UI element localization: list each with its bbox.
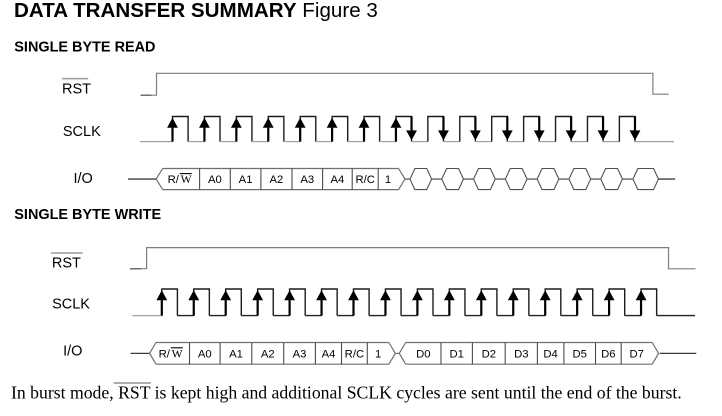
svg-text:SINGLE BYTE WRITE: SINGLE BYTE WRITE (14, 207, 161, 223)
svg-text:D3: D3 (514, 348, 528, 360)
svg-text:SCLK: SCLK (63, 124, 101, 140)
svg-text:R/: R/ (168, 174, 180, 186)
svg-text:D2: D2 (482, 348, 496, 360)
svg-text:A4: A4 (322, 348, 336, 360)
svg-text:1: 1 (375, 348, 381, 360)
svg-text:A3: A3 (300, 174, 314, 186)
svg-text:D4: D4 (543, 348, 557, 360)
svg-text:W: W (181, 173, 192, 186)
svg-text:A1: A1 (239, 174, 253, 186)
svg-text:RST: RST (52, 256, 81, 272)
svg-text:D1: D1 (449, 348, 463, 360)
svg-text:A3: A3 (293, 348, 307, 360)
svg-text:D7: D7 (629, 348, 643, 360)
svg-text:In burst mode, RST is kept hig: In burst mode, RST is kept high and addi… (11, 383, 682, 403)
svg-text:I/O: I/O (74, 171, 93, 187)
svg-text:R/C: R/C (345, 348, 364, 360)
svg-text:A0: A0 (208, 174, 222, 186)
svg-text:DATA TRANSFER SUMMARY Figure 3: DATA TRANSFER SUMMARY Figure 3 (14, 0, 378, 22)
svg-text:A1: A1 (229, 348, 243, 360)
svg-text:D0: D0 (416, 348, 430, 360)
svg-text:W: W (172, 347, 183, 360)
svg-text:A4: A4 (330, 174, 344, 186)
svg-text:I/O: I/O (63, 343, 82, 359)
svg-text:D5: D5 (572, 348, 586, 360)
svg-text:SINGLE BYTE READ: SINGLE BYTE READ (14, 39, 155, 55)
svg-text:D6: D6 (601, 348, 615, 360)
svg-text:A0: A0 (198, 348, 212, 360)
svg-text:SCLK: SCLK (52, 297, 90, 313)
svg-text:A2: A2 (269, 174, 283, 186)
svg-text:R/: R/ (159, 348, 171, 360)
svg-text:A2: A2 (261, 348, 275, 360)
svg-text:1: 1 (385, 174, 391, 186)
svg-text:R/C: R/C (355, 174, 374, 186)
svg-text:RST: RST (62, 82, 91, 98)
